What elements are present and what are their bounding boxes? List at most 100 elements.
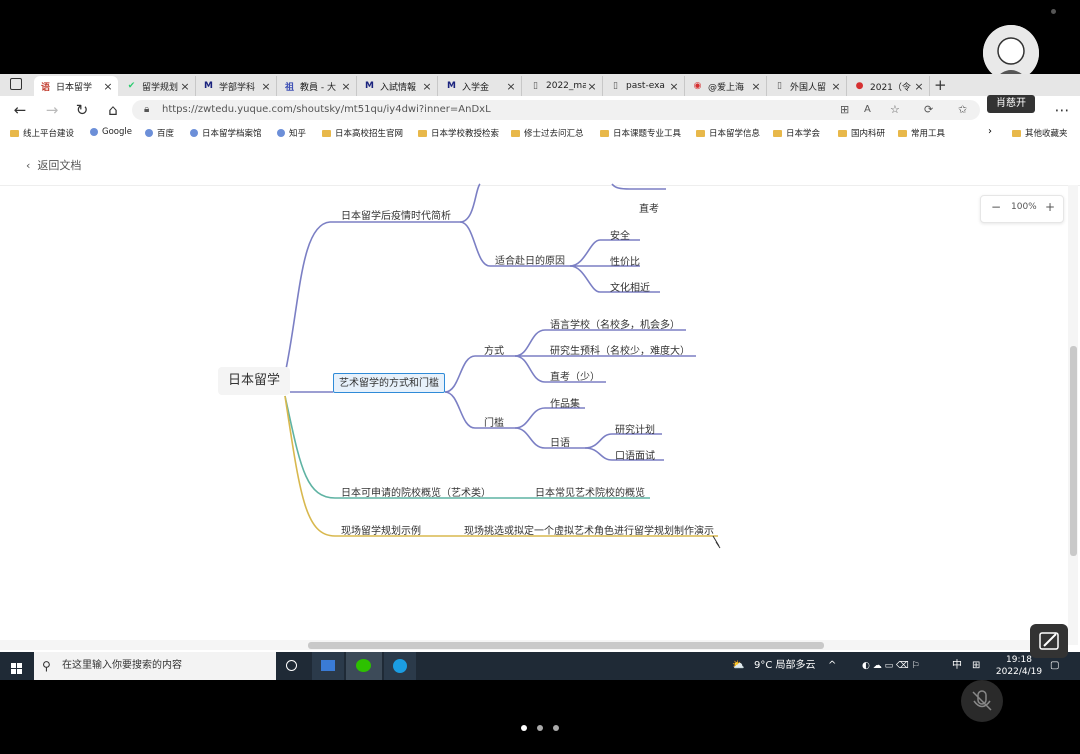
- tab-9[interactable]: ◉@爱上海×: [686, 76, 767, 96]
- folder-icon: [322, 129, 331, 137]
- new-tab-button[interactable]: +: [934, 76, 947, 94]
- node-art-route[interactable]: 艺术留学的方式和门槛: [333, 373, 445, 393]
- node-safety[interactable]: 安全: [610, 231, 630, 242]
- bookmark-item[interactable]: 百度: [145, 127, 174, 139]
- mindmap-root[interactable]: 日本留学: [218, 367, 290, 395]
- bookmark-item[interactable]: 日本留学档案馆: [190, 127, 262, 139]
- ime-indicator[interactable]: 中: [952, 660, 962, 671]
- node-lang-school[interactable]: 语言学校（名校多，机会多）: [550, 320, 680, 331]
- node-reasons[interactable]: 适合赴日的原因: [495, 256, 565, 267]
- close-icon[interactable]: ×: [180, 79, 190, 93]
- tab-10[interactable]: ▯外国人留×: [768, 76, 847, 96]
- node-japanese[interactable]: 日语: [550, 438, 570, 449]
- bookmark-label: 日本学校教授检索: [431, 129, 500, 139]
- photos-app-icon[interactable]: [312, 652, 344, 680]
- bookmark-label: Google: [102, 127, 132, 137]
- bookmark-item[interactable]: 日本课题专业工具: [600, 127, 681, 139]
- tab-actions-icon[interactable]: [10, 78, 22, 90]
- tab-2[interactable]: ✔留学规划×: [120, 76, 196, 96]
- node-culture[interactable]: 文化相近: [610, 283, 650, 294]
- close-icon[interactable]: ×: [341, 79, 351, 93]
- weather-status[interactable]: 9°C 局部多云: [754, 660, 816, 671]
- close-icon[interactable]: ×: [914, 79, 924, 93]
- tab-1[interactable]: 语日本留学×: [34, 76, 118, 96]
- edge-app-icon[interactable]: [384, 652, 416, 680]
- home-icon[interactable]: ⌂: [108, 101, 118, 119]
- edit-overlay-button[interactable]: [1030, 624, 1068, 658]
- tab-8[interactable]: ▯past-exa×: [604, 76, 685, 96]
- clock[interactable]: 19:18 2022/4/19: [995, 655, 1043, 677]
- tab-label: 留学规划: [142, 82, 179, 93]
- close-icon[interactable]: ×: [669, 79, 679, 93]
- node-demo-child[interactable]: 现场挑选或拟定一个虚拟艺术角色进行留学规划制作演示: [464, 526, 714, 537]
- bookmark-item[interactable]: 日本高校招生官网: [322, 127, 403, 139]
- forward-arrow-icon[interactable]: →: [45, 101, 59, 119]
- notification-icon[interactable]: ▢: [1050, 660, 1060, 671]
- close-icon[interactable]: ×: [587, 79, 597, 93]
- close-icon[interactable]: ×: [506, 79, 516, 93]
- bookmark-item[interactable]: 线上平台建设: [10, 127, 74, 139]
- keyboard-grid-icon[interactable]: ⊞: [972, 660, 981, 671]
- cortana-icon[interactable]: [286, 660, 297, 671]
- pager-dot-active[interactable]: [521, 725, 527, 731]
- node-schools-child[interactable]: 日本常见艺术院校的概览: [535, 488, 645, 499]
- horizontal-scroll-thumb[interactable]: [308, 642, 824, 649]
- close-icon[interactable]: ×: [422, 79, 432, 93]
- other-bookmarks[interactable]: 其他收藏夹: [1012, 127, 1068, 139]
- bookmark-item[interactable]: 日本学校教授检索: [418, 127, 499, 139]
- windows-start-icon[interactable]: [11, 660, 23, 674]
- more-menu-icon[interactable]: ⋯: [1054, 101, 1070, 119]
- back-to-document-button[interactable]: ‹ 返回文档: [26, 159, 82, 172]
- tab-11[interactable]: ●2021（令×: [848, 76, 930, 96]
- split-screen-icon[interactable]: ⊞: [840, 103, 850, 116]
- zoom-in-button[interactable]: +: [1045, 200, 1056, 214]
- extension-icon[interactable]: ⟳: [924, 103, 934, 116]
- pager-dot[interactable]: [537, 725, 543, 731]
- node-interview[interactable]: 口语面试: [615, 451, 655, 462]
- tab-4[interactable]: 祖教員 - 大×: [278, 76, 357, 96]
- node-portfolio[interactable]: 作品集: [550, 399, 580, 410]
- close-icon[interactable]: ×: [261, 79, 271, 93]
- pager-dot[interactable]: [553, 725, 559, 731]
- favorites-icon[interactable]: ✩: [958, 103, 968, 116]
- favorite-add-icon[interactable]: ☆: [890, 103, 900, 116]
- taskbar-search-input[interactable]: ⚲ 在这里输入你要搜索的内容: [34, 652, 276, 680]
- vertical-scroll-thumb[interactable]: [1070, 346, 1077, 556]
- node-direct[interactable]: 直考（少）: [550, 372, 600, 383]
- tray-icons[interactable]: ◐ ☁ ▭ ⌫ ⚐: [862, 661, 920, 671]
- user-name-label: 肖慈开: [987, 95, 1035, 113]
- node-value[interactable]: 性价比: [610, 257, 640, 268]
- bookmark-item[interactable]: 修士过去问汇总: [511, 127, 584, 139]
- node-threshold[interactable]: 门槛: [484, 418, 504, 429]
- bookmark-item[interactable]: 常用工具: [898, 127, 945, 139]
- avatar[interactable]: [983, 25, 1039, 81]
- bookmark-item[interactable]: Google: [90, 127, 132, 137]
- close-icon[interactable]: ×: [751, 79, 761, 93]
- node-schools[interactable]: 日本可申请的院校概览（艺术类）: [341, 488, 491, 499]
- bookmarks-overflow-icon[interactable]: ›: [988, 126, 992, 137]
- address-bar[interactable]: 🔒︎ https://zwtedu.yuque.com/shoutsky/mt5…: [132, 100, 980, 120]
- chevron-up-icon[interactable]: ^: [828, 660, 837, 671]
- mic-muted-button[interactable]: [961, 680, 1003, 722]
- back-arrow-icon[interactable]: ←: [13, 101, 27, 119]
- node-research[interactable]: 研究生预科（名校少，难度大）: [550, 346, 690, 357]
- read-aloud-icon[interactable]: A: [864, 104, 871, 115]
- bookmark-item[interactable]: 国内科研: [838, 127, 885, 139]
- node-plan[interactable]: 研究计划: [615, 425, 655, 436]
- bookmark-item[interactable]: 知乎: [277, 127, 306, 139]
- zoom-out-button[interactable]: −: [991, 200, 1002, 214]
- close-icon[interactable]: ×: [103, 79, 113, 93]
- node-post-covid[interactable]: 日本留学后疫情时代简析: [341, 211, 451, 222]
- node-demo[interactable]: 现场留学规划示例: [341, 526, 421, 537]
- tab-7[interactable]: ▯2022_ma×: [524, 76, 603, 96]
- refresh-icon[interactable]: ↻: [75, 101, 89, 119]
- bookmark-item[interactable]: 日本留学信息: [696, 127, 760, 139]
- wechat-app-icon[interactable]: [346, 652, 382, 680]
- bookmark-item[interactable]: 日本学会: [773, 127, 820, 139]
- close-icon[interactable]: ×: [831, 79, 841, 93]
- node-method[interactable]: 方式: [484, 346, 504, 357]
- node-zhikao[interactable]: 直考: [639, 204, 659, 215]
